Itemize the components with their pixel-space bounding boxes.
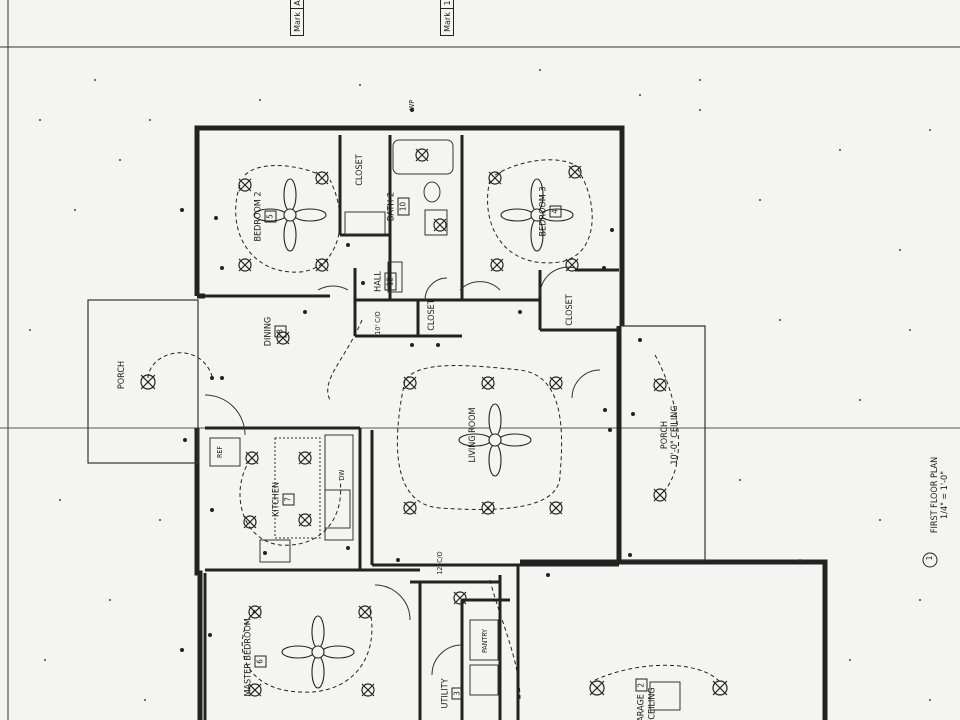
table-header: Mark [290,8,304,36]
closet-shelving [344,211,386,235]
room-label-utility: UTILITY 3 [441,672,464,716]
table-header: Mark [440,8,454,36]
exterior-walls [194,125,828,720]
drawing-title: FIRST FLOOR PLAN 1/4" = 1'-0" [930,440,950,550]
vanity [424,209,448,236]
room-number: 4 [549,205,562,218]
bathtub [392,139,454,175]
room-number: 5 [264,210,277,223]
room-label-garage: GARAGE 2 CEILING [635,676,658,720]
toilet [423,181,441,203]
room-number: 10 [397,197,410,216]
room-label-master: MASTER BEDROOM 6 [244,618,267,697]
room-label-hall: HALL 12 [374,262,397,302]
switch-marks [180,108,642,652]
refrigerator-label: REF [216,446,224,458]
room-name: UTILITY [440,678,451,709]
schedule-table-left: Mark A B C D [290,0,304,36]
room-number: 2 [635,679,648,692]
table-cell: A [290,0,304,9]
washer [469,664,499,696]
room-number: 12 [384,272,397,291]
room-note: CEILING [647,687,658,720]
dishwasher-label: DW [338,469,346,481]
scan-speckles [29,69,931,701]
room-label-kitchen: KITCHEN 7 [272,475,295,525]
room-label-bedroom2: BEDROOM 2 5 [254,187,277,247]
room-label-porch-left: PORCH [117,360,127,390]
room-name: BEDROOM 2 [253,191,264,242]
light-fixtures [140,148,728,697]
room-name: DINING [263,316,274,347]
hall-label-box [387,261,403,293]
room-label-bedroom3: BEDROOM 3 4 [539,182,562,242]
kitchen-island [274,437,321,539]
room-name: MASTER BEDROOM [243,618,254,697]
porch-right-outline [622,325,706,561]
room-number: 8 [274,325,287,338]
title-mark-circle [922,552,938,568]
room-label-closet-c: CLOSET [565,294,575,326]
room-label-closet-b: CLOSET [427,299,437,331]
range [259,539,291,563]
room-number: 6 [254,655,267,668]
room-number: 7 [282,493,295,506]
room-name: KITCHEN [271,481,282,518]
schedule-table-right: Mark 1 2 3 4 5 6 7 8 [440,0,454,36]
drawing-scale: 1/4" = 1'-0" [940,471,950,519]
ceiling-fans [253,178,574,689]
room-label-closet-a: CLOSET [355,154,365,186]
drawing-title-text: FIRST FLOOR PLAN [930,456,940,534]
room-label-bath2: BATH 2 10 [387,187,410,227]
title-mark-number: 1 [925,555,934,561]
refrigerator [209,437,241,467]
ceiling-height-lower: 12' C/O [436,551,444,575]
pantry-unit [469,619,499,661]
room-name: BEDROOM 3 [538,186,549,237]
room-note: 10'-0" CEILING [670,405,680,465]
room-name: BATH 2 [386,191,397,222]
room-label-porch-right: PORCH 10'-0" CEILING [660,395,680,475]
pantry-label: PANTRY [481,629,489,653]
wiring [147,159,721,701]
garage-label-box [649,681,681,711]
sink [324,489,351,529]
porch-left-outline [87,299,199,464]
kitchen-counter-right [324,434,354,541]
room-label-living: LIVING ROOM [468,407,478,463]
table-cell: 1 [440,0,454,9]
room-name: PORCH [660,420,670,450]
room-number: 3 [451,687,464,700]
weatherproof-outlet-label: WP [408,99,416,111]
room-name: HALL [373,271,384,292]
interior-walls [203,135,619,720]
room-label-dining: DINING 8 [264,312,287,352]
room-name: GARAGE [636,694,647,720]
ceiling-height-upper: 10' C/O [374,311,382,335]
